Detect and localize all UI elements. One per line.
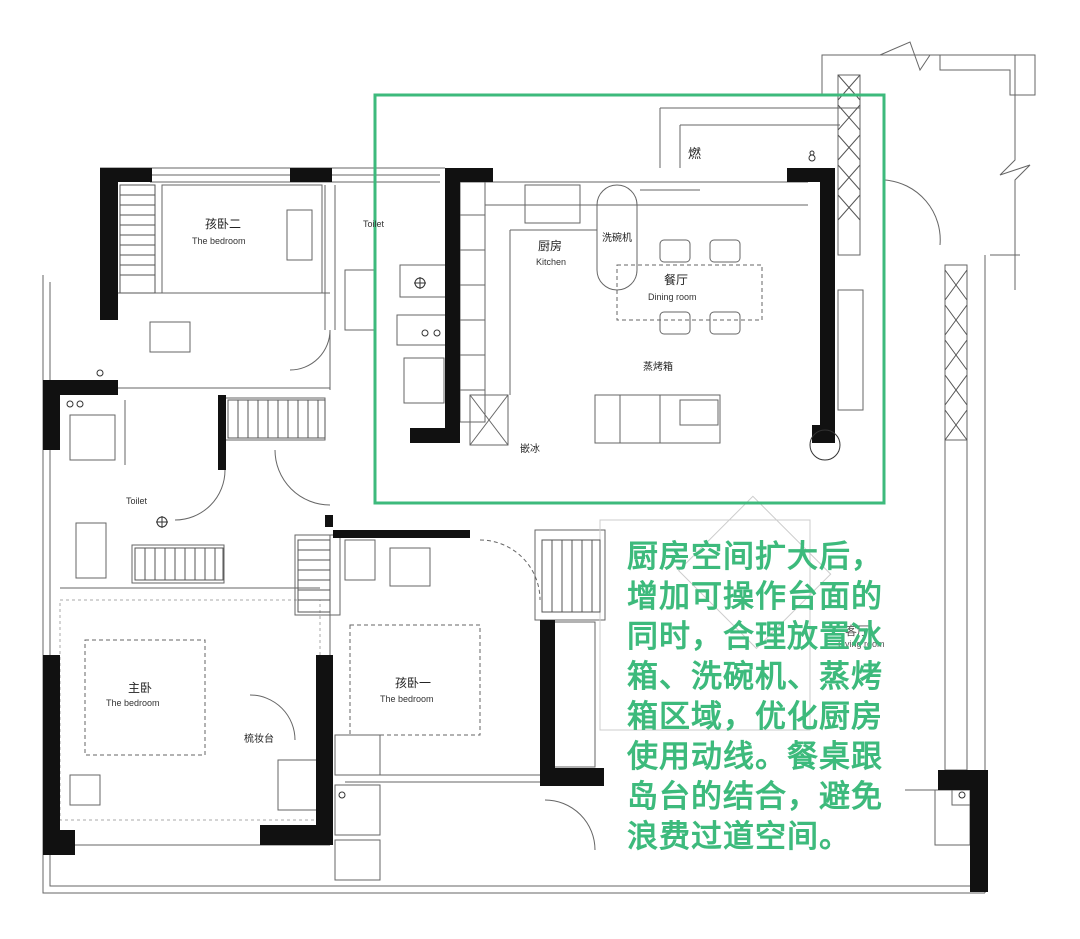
label-steam-oven: 蒸烤箱 [643,362,673,373]
label-dresser: 梳妆台 [244,734,274,745]
thin-lines [42,41,1036,894]
label-burner: 燃 [688,147,702,162]
room-label-master-bedroom-en: The bedroom [106,698,160,708]
annotation-note: 厨房空间扩大后， 增加可操作台面的 同时，合理放置冰 箱、洗碗机、蒸烤 箱区域，… [627,537,947,857]
room-label-kitchen: 厨房 [538,239,563,253]
note-line: 增加可操作台面的 [627,579,883,615]
room-label-dining-en: Dining room [648,292,697,302]
label-fridge: 嵌冰 [520,444,540,455]
room-label-toilet-lower: Toilet [126,496,148,506]
note-line: 箱、洗碗机、蒸烤 [627,659,883,695]
room-label-child-bedroom-2: 孩卧二 [205,217,242,231]
room-label-master-bedroom: 主卧 [128,681,153,695]
room-label-toilet-upper: Toilet [363,219,385,229]
room-label-living: 客厅 [845,624,870,638]
room-label-dining: 餐厅 [664,273,689,287]
walls [43,168,988,892]
hatched-closets [119,74,968,613]
note-line: 同时，合理放置冰 [627,619,883,655]
fixtures [66,150,966,799]
note-line: 岛台的结合，避免 [627,779,883,815]
room-label-child-bedroom-2-en: The bedroom [192,236,246,246]
room-label-child-bedroom-1: 孩卧一 [395,676,432,690]
room-label-child-bedroom-1-en: The bedroom [380,694,434,704]
note-line: 箱区域，优化厨房 [627,699,883,735]
note-line: 浪费过道空间。 [627,819,851,855]
kitchen-highlight-box [373,93,886,505]
note-line: 使用动线。餐桌跟 [627,739,883,775]
note-line: 厨房空间扩大后， [627,539,883,575]
room-label-kitchen-en: Kitchen [536,257,567,267]
label-dishwasher: 洗碗机 [602,233,632,244]
room-label-living-en: Living room [838,639,885,649]
